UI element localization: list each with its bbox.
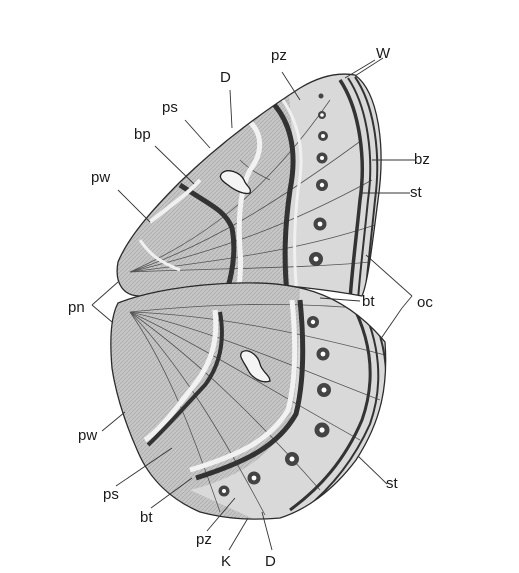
label-st-bottom: st [386, 475, 399, 492]
label-pw-top: pw [91, 169, 110, 186]
label-pz-top: pz [271, 47, 287, 64]
leader-ps-top [185, 120, 210, 148]
label-pn: pn [68, 299, 85, 316]
label-D-top: D [220, 69, 231, 86]
leader-pn-1 [92, 282, 118, 305]
label-pz-bottom: pz [196, 531, 212, 548]
label-ps-top: ps [162, 99, 178, 116]
leader-bp [155, 146, 194, 184]
label-ps-bottom: ps [103, 486, 119, 503]
label-oc: oc [417, 294, 433, 311]
leader-pn-2 [92, 305, 112, 322]
label-bz: bz [414, 151, 430, 168]
leader-st-bottom [358, 456, 387, 484]
label-D-bottom: D [265, 553, 276, 570]
leader-pw-top [118, 190, 150, 222]
leader-K [229, 518, 248, 550]
label-bt-bottom: bt [140, 509, 153, 526]
leader-oc-2 [402, 296, 412, 308]
leader-W [345, 60, 375, 78]
label-bt-right: bt [362, 293, 375, 310]
eyespot [319, 94, 324, 99]
leader-oc-1 [366, 255, 412, 296]
leader-oc-3 [380, 308, 402, 340]
label-pw-bottom: pw [78, 427, 97, 444]
leader-D-top [230, 90, 232, 128]
label-K: K [221, 553, 231, 570]
forewing [117, 60, 400, 310]
label-bp: bp [134, 126, 151, 143]
label-W: W [376, 45, 391, 62]
leader-pw-bottom [102, 412, 125, 431]
label-st-top: st [410, 184, 423, 201]
hindwing [111, 280, 420, 540]
